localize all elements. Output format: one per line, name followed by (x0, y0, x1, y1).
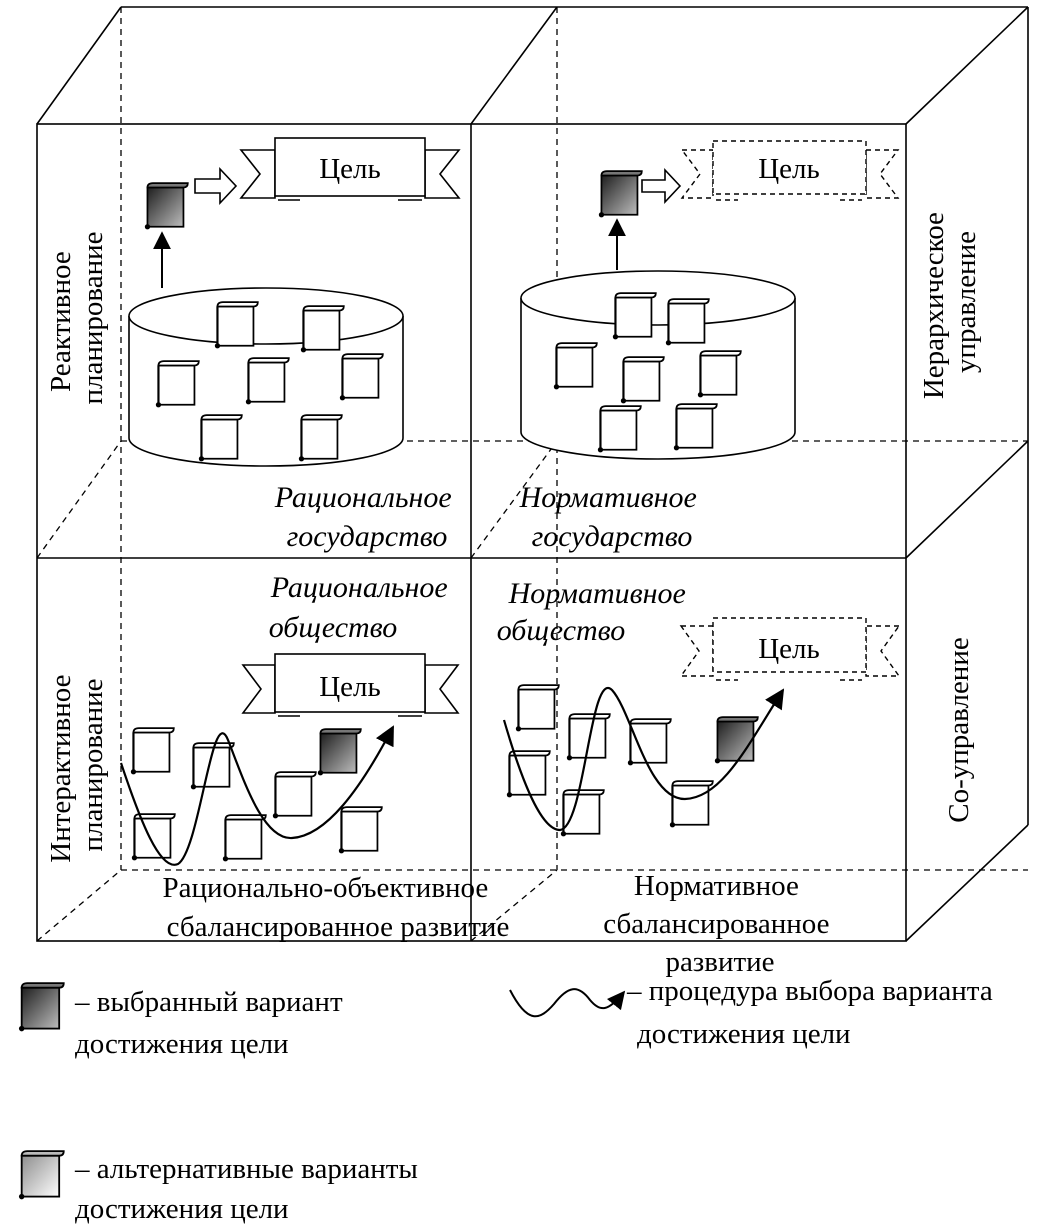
alternative-option-icon (668, 779, 714, 829)
alternative-option-icon (672, 402, 718, 452)
co-management-label: Со-управление (943, 637, 975, 822)
alternative-option-icon (271, 770, 317, 820)
alternative-option-icon (129, 726, 175, 776)
normative-state-cell: Цель Нормативное государство (519, 140, 900, 553)
rational-state-label: Рациональное государство (274, 481, 460, 553)
goal-banner-normative-state (680, 140, 900, 201)
normative-balanced-development-label: Нормативное сбалансированное развитие (603, 870, 837, 978)
legend-selected-icon (18, 982, 65, 1033)
alternative-option-icon (244, 356, 290, 406)
goal-label-rational-society: Цель (319, 671, 381, 703)
goal-banner-rational-society (241, 653, 460, 717)
alternative-option-icon (213, 300, 259, 350)
hierarchical-management-label: Иерархическое управление (918, 205, 982, 399)
alternative-option-icon (664, 297, 710, 347)
selected-option-icon (597, 170, 643, 219)
rational-state-cell: Цель Рациональное государство (128, 137, 461, 553)
legend-procedure-text: – процедура выбора варианта достижения ц… (626, 975, 1000, 1050)
alternative-option-icon (596, 404, 642, 454)
hollow-arrow (641, 167, 682, 205)
goal-label-normative-society: Цель (758, 633, 820, 665)
alternative-option-icon (297, 413, 343, 463)
reactive-planning-label: Реактивное планирование (45, 232, 109, 405)
hollow-arrow (194, 166, 238, 206)
selection-procedure-curve (119, 725, 394, 866)
rational-society-cell: Рациональное общество Цель Рационально-о… (119, 571, 509, 943)
selection-procedure-curve (502, 686, 785, 832)
alternative-option-icon (559, 788, 605, 838)
legend-alternatives-icon (18, 1150, 65, 1201)
normative-state-label: Нормативное государство (519, 481, 705, 553)
alternative-option-icon (337, 805, 383, 855)
goal-banner-normative-society (679, 617, 901, 681)
legend-procedure-curve (509, 988, 626, 1018)
alternative-option-icon (221, 813, 267, 863)
alternative-option-icon (611, 291, 657, 341)
legend-selected-text: – выбранный вариант достижения цели (74, 986, 350, 1060)
alternative-option-icon (338, 352, 384, 402)
interactive-planning-label: Интерактивное планирование (45, 667, 109, 862)
alternative-option-icon (696, 349, 742, 399)
alternative-option-icon (619, 355, 665, 405)
alternative-option-icon (130, 812, 176, 862)
alternative-option-icon (626, 717, 672, 767)
rational-balanced-development-label: Рационально-объективное сбалансированное… (162, 872, 509, 943)
goal-label-normative-state: Цель (758, 153, 820, 185)
goal-label-rational-state: Цель (319, 153, 381, 185)
selected-option-icon (143, 182, 189, 231)
legend: – выбранный вариант достижения цели – пр… (18, 975, 1000, 1225)
normative-society-label: Нормативное общество (497, 577, 694, 647)
alternative-option-icon (299, 304, 345, 354)
alternative-option-icon (154, 359, 200, 409)
selected-option-icon (316, 728, 362, 777)
goal-banner-rational-state (239, 137, 461, 201)
legend-alternatives-text: – альтернативные варианты достижения цел… (74, 1153, 425, 1225)
alternative-option-icon (565, 712, 611, 762)
alternative-option-icon (552, 341, 598, 391)
alternative-option-icon (197, 413, 243, 463)
rational-society-label: Рациональное общество (269, 571, 456, 644)
normative-society-cell: Нормативное общество Цель Нормативное сб… (497, 577, 901, 978)
alternative-option-icon (514, 683, 560, 733)
